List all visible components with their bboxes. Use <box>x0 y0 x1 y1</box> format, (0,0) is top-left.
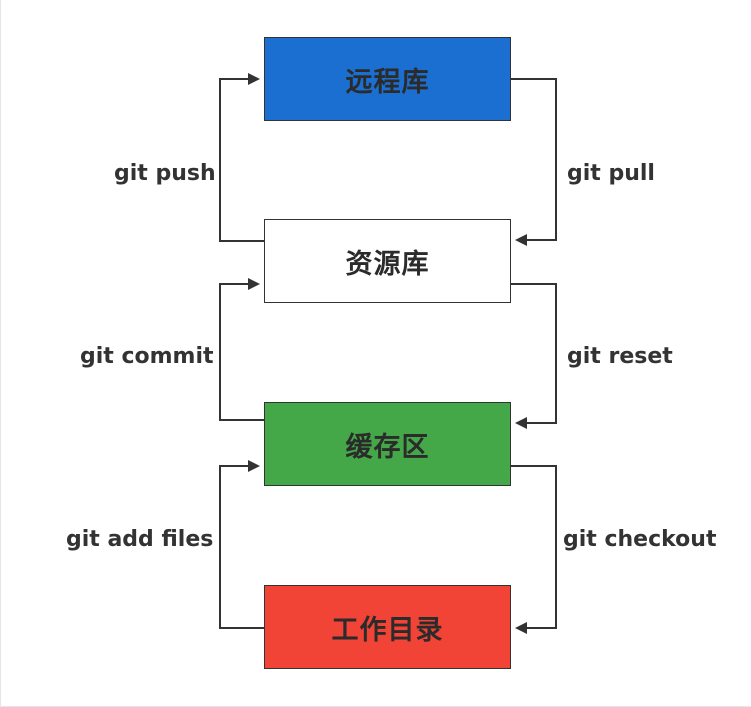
edge-git-pull <box>511 78 557 246</box>
node-remote-repository: 远程库 <box>264 37 511 121</box>
node-staging-area: 缓存区 <box>264 402 511 486</box>
edge-git-commit <box>219 278 264 421</box>
edge-label-git-reset: git reset <box>567 344 673 369</box>
edge-label-git-add-files: git add files <box>66 527 214 552</box>
node-working-directory: 工作目录 <box>264 585 511 669</box>
edge-git-checkout <box>511 465 557 634</box>
node-stage-label: 缓存区 <box>345 431 430 463</box>
node-remote-label: 远程库 <box>345 66 430 98</box>
edge-git-reset <box>511 283 557 429</box>
edge-git-add-files <box>219 460 264 629</box>
node-local-repository: 资源库 <box>264 219 511 303</box>
node-repo-label: 资源库 <box>345 248 430 280</box>
edge-label-git-checkout: git checkout <box>563 527 717 552</box>
node-work-label: 工作目录 <box>331 614 444 646</box>
edge-label-git-commit: git commit <box>80 344 214 369</box>
frame-edge-left <box>0 0 1 707</box>
edge-label-git-pull: git pull <box>567 161 655 186</box>
edge-git-push <box>219 73 264 242</box>
edge-label-git-push: git push <box>114 161 216 186</box>
